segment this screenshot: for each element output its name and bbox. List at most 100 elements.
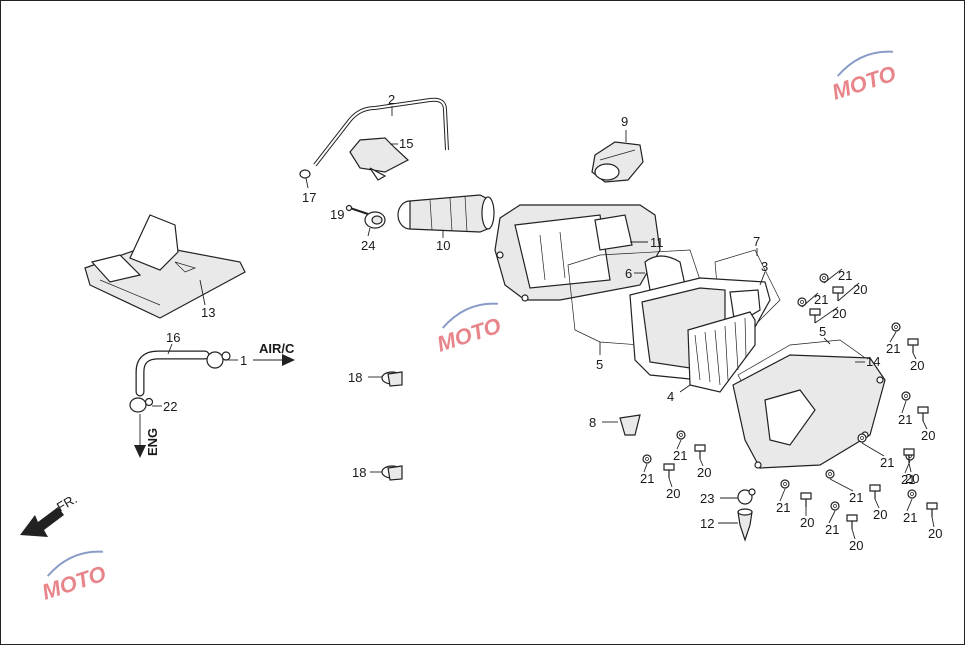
- leader-line: [779, 488, 786, 502]
- leader-line: [829, 478, 854, 492]
- leader-line: [874, 498, 880, 509]
- callout-21: 21: [901, 472, 915, 487]
- callout-21: 21: [825, 522, 839, 537]
- callout-1: 1: [240, 353, 247, 368]
- washer-hole: [783, 482, 787, 486]
- watermark-text: MOTO: [434, 313, 504, 357]
- washer-hole: [822, 276, 826, 280]
- part-9-connecting-boot: [591, 141, 644, 183]
- callout-5b: 5: [819, 324, 826, 339]
- callout-21: 21: [886, 341, 900, 356]
- leader-line: [801, 292, 819, 308]
- leader-line: [906, 498, 913, 512]
- screw-icon: [694, 444, 706, 459]
- part-22-clip: [129, 397, 154, 413]
- callout-18a: 18: [348, 370, 362, 385]
- screw-icon: [926, 502, 938, 517]
- watermark-text: MOTO: [829, 61, 899, 105]
- watermark-text: MOTO: [39, 561, 109, 605]
- callout-4: 4: [667, 389, 674, 404]
- part-23-clip: [737, 488, 756, 505]
- callout-2: 2: [388, 92, 395, 107]
- callout-21: 21: [814, 292, 828, 307]
- part-11-air-cleaner-case: [494, 204, 661, 302]
- washer-hole: [679, 433, 683, 437]
- callout-20: 20: [697, 465, 711, 480]
- callout-20: 20: [910, 358, 924, 373]
- part-15-cover: [349, 137, 410, 181]
- callout-5a: 5: [596, 357, 603, 372]
- part-14-cover: [732, 354, 886, 469]
- screw-icon: [917, 406, 929, 421]
- part-2-breather-tube: [313, 97, 449, 167]
- part-16-hose: [135, 350, 210, 397]
- leader-line: [861, 442, 885, 457]
- leader-line: [931, 516, 935, 528]
- callout-20: 20: [921, 428, 935, 443]
- leader-line: [922, 420, 928, 430]
- part-10-intake-duct: [397, 194, 495, 233]
- washer-icon: [825, 469, 835, 479]
- washer-icon: [780, 479, 790, 489]
- callout-20: 20: [905, 471, 919, 486]
- callout-20: 20: [853, 282, 867, 297]
- callout-23: 23: [700, 491, 714, 506]
- part-17-clip: [299, 169, 311, 179]
- leader-line: [912, 352, 917, 360]
- leader-line: [699, 458, 704, 467]
- part-18-clamp-upper: [381, 371, 403, 387]
- callout-16: 16: [166, 330, 180, 345]
- callout-14: 14: [866, 354, 880, 369]
- callout-21: 21: [849, 490, 863, 505]
- fastener-group: 2121212121212121212121212020202020202020…: [640, 268, 942, 553]
- callout-18b: 18: [352, 465, 366, 480]
- leader-line: [668, 477, 673, 488]
- washer-icon: [642, 454, 652, 464]
- callout-15: 15: [399, 136, 413, 151]
- screw-icon: [832, 286, 844, 301]
- watermark-middle: MOTO: [434, 302, 504, 357]
- washer-icon: [857, 433, 867, 443]
- watermark-top-right: MOTO: [829, 50, 899, 105]
- leader-line: [643, 463, 648, 473]
- callout-20: 20: [873, 507, 887, 522]
- washer-hole: [904, 394, 908, 398]
- callout-21: 21: [838, 268, 852, 283]
- engine-arrow: [134, 414, 146, 458]
- leader-line: [823, 268, 843, 284]
- callout-21: 21: [880, 455, 894, 470]
- callout-11: 11: [650, 235, 664, 250]
- callout-13: 13: [201, 305, 215, 320]
- leader-line: [889, 331, 897, 343]
- washer-hole: [833, 504, 837, 508]
- screw-icon: [903, 448, 915, 463]
- washer-hole: [645, 457, 649, 461]
- callout-21: 21: [640, 471, 654, 486]
- washer-hole: [828, 472, 832, 476]
- callout-22: 22: [163, 399, 177, 414]
- callout-20: 20: [666, 486, 680, 501]
- washer-icon: [676, 430, 686, 440]
- leader-line: [676, 439, 682, 450]
- air-cleaner-arrow: [253, 354, 295, 366]
- callout-21: 21: [673, 448, 687, 463]
- callout-20: 20: [832, 306, 846, 321]
- callout-24: 24: [361, 238, 375, 253]
- part-12-drain-plug: [737, 508, 753, 542]
- screw-icon: [809, 308, 821, 323]
- washer-icon: [797, 297, 807, 307]
- callout-19: 19: [330, 207, 344, 222]
- callout-20: 20: [800, 515, 814, 530]
- callout-17: 17: [302, 190, 316, 205]
- leader-line: [908, 462, 912, 473]
- callout-10: 10: [436, 238, 450, 253]
- washer-hole: [894, 325, 898, 329]
- callout-21: 21: [903, 510, 917, 525]
- screw-icon: [846, 514, 858, 529]
- callout-7: 7: [753, 234, 760, 249]
- part-1-clip: [206, 351, 231, 369]
- screw-icon: [907, 338, 919, 353]
- screw-icon: [663, 463, 675, 478]
- part-19-bolt: [345, 204, 369, 215]
